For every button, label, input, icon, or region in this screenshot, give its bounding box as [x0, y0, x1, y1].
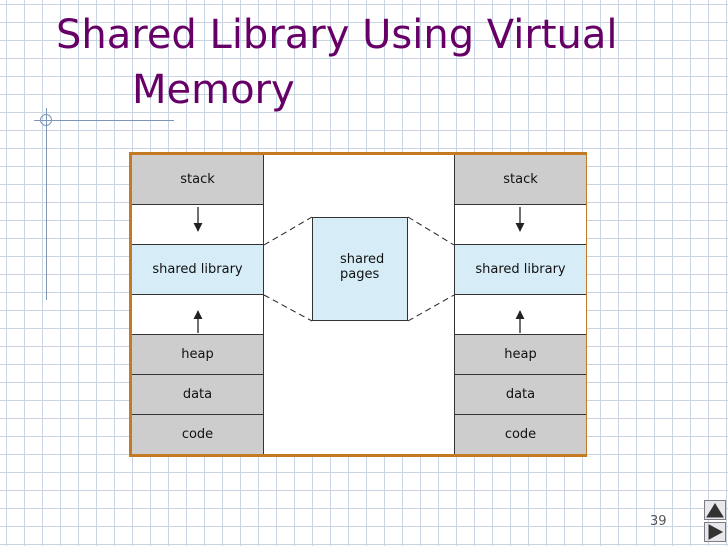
left-shared-library-segment: shared library — [132, 245, 263, 295]
left-mapping-lower-dashed-line — [263, 294, 313, 322]
right-mapping-lower-dashed-line — [407, 294, 455, 322]
left-stack-segment: stack — [132, 155, 263, 205]
triangle-up-icon — [706, 503, 724, 518]
slide-title: Shared Library Using Virtual Memory — [56, 8, 618, 118]
left-heap-segment: heap — [132, 335, 263, 375]
shared-pages-label-line1: shared — [340, 252, 385, 267]
right-shared-library-segment: shared library — [455, 245, 586, 295]
slide-page-number: 39 — [650, 514, 667, 529]
decorative-circle-icon — [40, 114, 52, 126]
nav-previous-button[interactable] — [704, 500, 726, 520]
right-code-segment: code — [455, 415, 586, 454]
left-mapping-upper-dashed-line — [263, 216, 313, 246]
decorative-rule-horizontal — [34, 120, 174, 121]
right-heap-segment: heap — [455, 335, 586, 375]
diagram-connectors — [193, 207, 525, 333]
slide-title-line2: Memory — [132, 67, 295, 113]
left-process-address-space: stack shared library heap data code — [132, 155, 264, 454]
left-data-segment: data — [132, 375, 263, 415]
decorative-rule-vertical — [46, 108, 47, 300]
shared-pages-label-line2: pages — [340, 267, 380, 282]
right-stack-segment: stack — [455, 155, 586, 205]
triangle-right-icon — [708, 524, 724, 540]
right-data-segment: data — [455, 375, 586, 415]
slide-title-line1: Shared Library Using Virtual — [56, 12, 618, 58]
right-mapping-upper-dashed-line — [407, 216, 455, 246]
shared-pages-box: shared pages — [312, 217, 408, 321]
nav-next-button[interactable] — [704, 522, 726, 542]
left-code-segment: code — [132, 415, 263, 454]
shared-library-diagram: stack shared library heap data code stac… — [129, 152, 587, 457]
